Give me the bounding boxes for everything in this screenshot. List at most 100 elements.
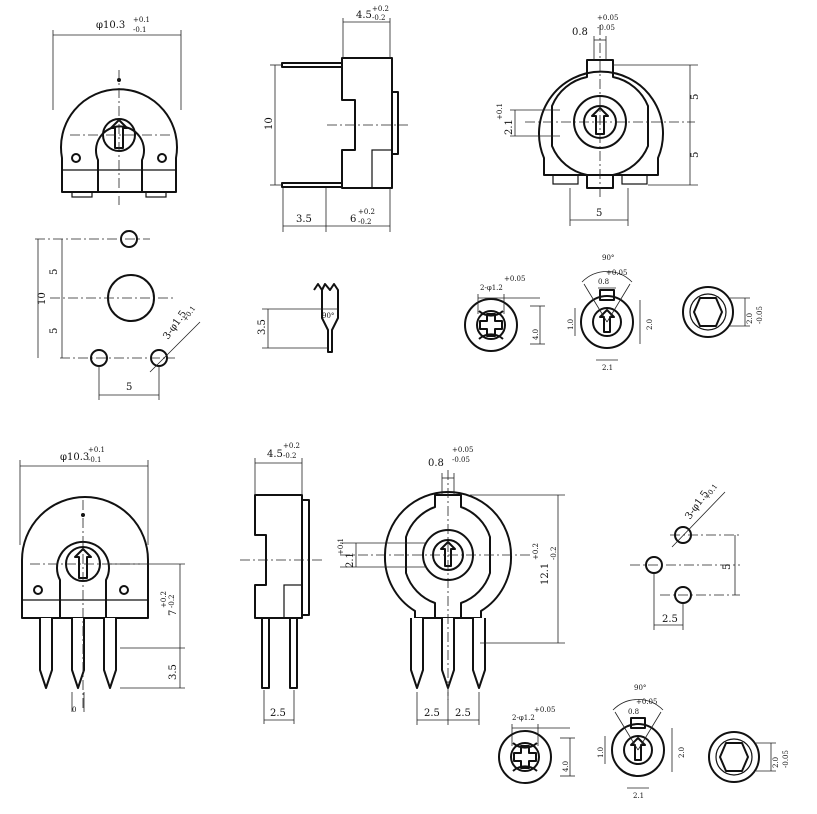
dim-rear-bottom-pitch-right: 2.5 — [455, 708, 471, 719]
dim-bottom-dia-tol-lower: -0.1 — [88, 456, 102, 464]
dim-diameter-tol-lower: -0.1 — [133, 26, 147, 34]
knob-cross-view-bottom — [498, 724, 575, 784]
dim-front-bottom-labels: φ10.3 +0.1 -0.1 7 +0.2 -0.2 3.5 0 — [60, 446, 179, 714]
dim-shaft-label: 0.8 — [572, 27, 588, 38]
dim-side-bottom-tol-upper: +0.2 — [283, 442, 300, 450]
dim-bottom-arrow-slot: 0.8 — [628, 708, 639, 716]
front-view-bottom — [19, 460, 185, 712]
dim-fp-bottom-hole-tol: +0.1 — [703, 483, 719, 502]
dim-bottom-arrow-left: 1.0 — [597, 747, 605, 758]
rear-view-bottom — [340, 470, 565, 725]
dim-knob-hex-bottom-labels: 2.0 -0.05 — [772, 750, 790, 768]
dim-upper-5: 5 — [690, 94, 701, 100]
dim-rear-bottom-labels: 0.8 +0.05 -0.05 2.1 +0.1 12.1 +0.2 -0.2 … — [337, 446, 558, 719]
dim-pin-span-tol-upper: +0.2 — [358, 208, 375, 216]
dim-fp-bottom-25: 2.5 — [662, 614, 678, 625]
dim-pin-height-tol-lower: -0.2 — [168, 595, 176, 609]
dim-front-diameter: φ10.3 +0.1 -0.1 — [96, 16, 150, 34]
dim-side-bottom-pitch: 2.5 — [270, 708, 286, 719]
dim-knob-cross-labels: 2-φ1.2 +0.05 4.0 — [480, 275, 540, 340]
dim-shaft-tol-lower: -0.05 — [597, 24, 615, 32]
dim-rear-bottom-offset: 2.1 — [345, 552, 356, 568]
dim-bottom-arrow-base: 2.1 — [633, 792, 644, 800]
knob-arrow-view-bottom — [604, 699, 673, 789]
dim-side-bottom-labels: 4.5 +0.2 -0.2 2.5 — [267, 442, 300, 719]
dim-shaft-tol-upper: +0.05 — [597, 14, 618, 22]
dim-knob-hex-labels: 2.0 -0.05 — [746, 306, 764, 324]
dim-shaft-offset-tol: +0.1 — [496, 103, 504, 120]
dim-pin-height-tol-upper: +0.2 — [160, 591, 168, 608]
dim-bottom-dia-tol-upper: +0.1 — [88, 446, 105, 454]
dim-bottom-arrow-right: 2.0 — [678, 747, 686, 758]
dim-pin-span-label: 6 — [350, 214, 356, 225]
dim-pin-height-7: 7 — [168, 610, 179, 616]
dim-diameter-tol-upper: +0.1 — [133, 16, 150, 24]
knob-cross-view-top — [464, 294, 545, 352]
dim-arrow-slot: 0.8 — [598, 278, 609, 286]
dim-fp-hole-tol: +0.1 — [181, 305, 197, 324]
dim-rear-bottom-slot: 0.8 — [428, 458, 444, 469]
pin-detail-top — [262, 283, 339, 353]
dim-side-bottom-width: 4.5 — [267, 449, 283, 460]
pcb-footprint-bottom — [630, 491, 740, 630]
dim-bottom-slot: 2-φ1.2 — [512, 714, 535, 722]
dim-fp-bottom-5: 5 — [722, 564, 733, 570]
dim-width-tol-lower: -0.2 — [372, 14, 386, 22]
dim-rear-bottom-height-tol-upper: +0.2 — [532, 543, 540, 560]
dim-bottom-cross-height: 4.0 — [562, 761, 570, 772]
dim-width-tol-upper: +0.2 — [372, 5, 389, 13]
dim-footprint-labels: 10 5 5 5 3-φ1.5 +0.1 — [37, 269, 197, 393]
dim-rear-bottom-slot-tol-upper: +0.05 — [452, 446, 473, 454]
dim-width-label: 4.5 — [356, 10, 372, 21]
dim-side-bottom-tol-lower: -0.2 — [283, 452, 297, 460]
dim-rear-bottom-height-tol-lower: -0.2 — [550, 547, 558, 561]
dim-knob-cross-bottom-labels: 2-φ1.2 +0.05 4.0 — [512, 706, 570, 772]
dim-slot-label: 2-φ1.2 — [480, 284, 503, 292]
dim-bottom-diameter: φ10.3 — [60, 452, 89, 463]
dim-slot-tol: +0.05 — [504, 275, 525, 283]
dim-pin-length: 3.5 — [257, 319, 268, 335]
dim-arrow-left: 1.0 — [567, 319, 575, 330]
dim-fp-width-5: 5 — [126, 382, 132, 393]
dim-fp-lower-5: 5 — [49, 328, 60, 334]
rear-view-top — [510, 25, 698, 226]
dim-pin-len-bottom: 3.5 — [168, 664, 179, 680]
front-view-top — [52, 30, 182, 205]
knob-arrow-view-top — [574, 271, 641, 361]
dim-knob-arrow-labels: 90° 0.8 +0.05 1.0 2.0 2.1 — [567, 254, 654, 372]
dim-lower-5: 5 — [690, 152, 701, 158]
dim-bottom-hex-tol: -0.05 — [782, 750, 790, 768]
dim-side-labels: 4.5 +0.2 -0.2 10 3.5 6 +0.2 -0.2 — [264, 5, 389, 226]
dim-arrow-right: 2.0 — [646, 319, 654, 330]
dim-rear-width-5: 5 — [596, 208, 602, 219]
dim-pin-zero: 0 — [72, 706, 76, 714]
side-view-bottom — [240, 458, 325, 724]
dim-bottom-hex-height: 2.0 — [772, 757, 780, 768]
dim-knob-arrow-bottom-labels: 90° 0.8 +0.05 1.0 2.0 2.1 — [597, 684, 686, 800]
dim-rear-bottom-slot-tol-lower: -0.05 — [452, 456, 470, 464]
side-view-top — [270, 18, 408, 232]
dim-fp-upper-5: 5 — [49, 269, 60, 275]
dim-arrow-slot-tol: +0.05 — [606, 269, 627, 277]
dim-bottom-slot-tol: +0.05 — [534, 706, 555, 714]
dim-rear-bottom-pitch-left: 2.5 — [424, 708, 440, 719]
dim-hex-tol: -0.05 — [756, 306, 764, 324]
dim-rear-labels: 0.8 +0.05 -0.05 2.1 +0.1 5 5 5 — [496, 14, 701, 219]
dim-bottom-arrow-angle: 90° — [634, 684, 646, 692]
dim-pin-angle: 90° — [322, 312, 334, 320]
dim-rear-bottom-height: 12.1 — [540, 563, 551, 585]
dim-shaft-offset-label: 2.1 — [504, 119, 515, 135]
dim-pin-labels: 3.5 90° — [257, 312, 334, 335]
dim-cross-height: 4.0 — [532, 329, 540, 340]
dim-bottom-arrow-slot-tol: +0.05 — [636, 698, 657, 706]
knob-hex-view-bottom — [708, 731, 776, 783]
dim-pin-offset-label: 3.5 — [296, 214, 312, 225]
dim-pin-span-tol-lower: -0.2 — [358, 218, 372, 226]
dim-diameter-label: φ10.3 — [96, 20, 125, 31]
dim-hex-height: 2.0 — [746, 313, 754, 324]
dim-height-label: 10 — [264, 117, 275, 130]
dim-fp-10: 10 — [37, 292, 48, 305]
dim-rear-bottom-offset-tol: +0.1 — [337, 538, 345, 555]
dim-footprint-bottom-labels: 5 2.5 3-φ1.5 +0.1 — [662, 483, 733, 625]
